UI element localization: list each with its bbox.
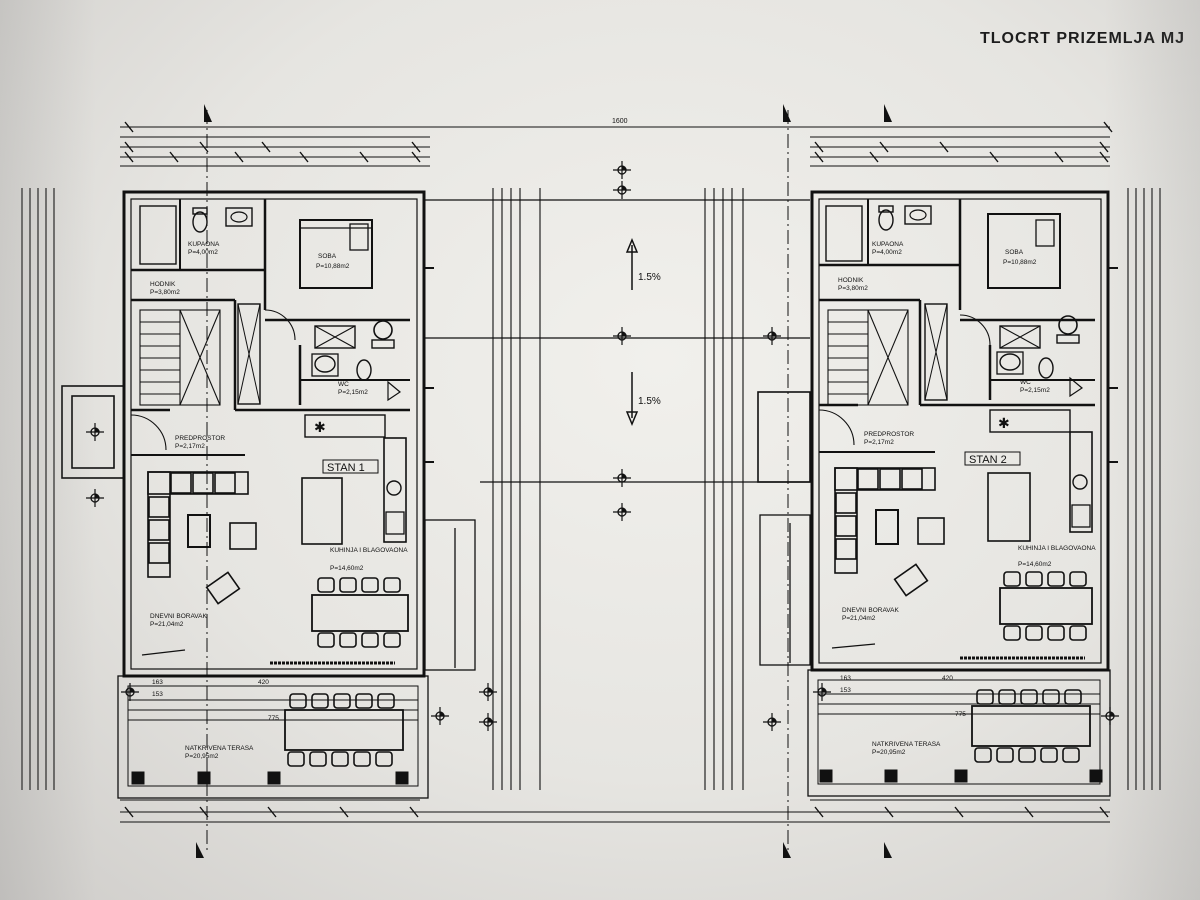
left-vertical-dimensions bbox=[21, 188, 55, 790]
u2-wc-area: P=2,15m2 bbox=[1020, 387, 1050, 394]
u1-hall-area: P=3,80m2 bbox=[150, 289, 180, 296]
section-markers bbox=[196, 104, 892, 858]
total-dimension-label: 1600 bbox=[612, 118, 628, 125]
u1-entry-area: P=2,17m2 bbox=[175, 443, 205, 450]
slope-label-2: 1.5% bbox=[638, 396, 661, 407]
u1-bedroom-area: P=10,88m2 bbox=[316, 263, 350, 270]
u1-dim-153: 153 bbox=[152, 691, 163, 698]
u2-kitchen-label: KUHINJA I BLAGOVAONA bbox=[1018, 545, 1096, 552]
u1-entry-label: PREDPROSTOR bbox=[175, 435, 225, 442]
u2-entry-label: PREDPROSTOR bbox=[864, 431, 914, 438]
u1-dim-163: 163 bbox=[152, 679, 163, 686]
middle-vertical-dimensions bbox=[492, 188, 744, 790]
u1-name: STAN 1 bbox=[327, 462, 365, 474]
entrance-canopies bbox=[61, 385, 811, 483]
u1-living-area: P=21,04m2 bbox=[150, 621, 184, 628]
unit-2-plan: ✱ bbox=[810, 190, 1118, 672]
slope-arrow-2 bbox=[625, 372, 639, 426]
right-vertical-dimensions bbox=[1127, 188, 1161, 790]
u2-wc-label: WC bbox=[1020, 379, 1031, 386]
unit-2-name-tag: STAN 2 bbox=[964, 451, 1021, 466]
u2-dim-163: 163 bbox=[840, 675, 851, 682]
u2-hall-label: HODNIK bbox=[838, 277, 864, 284]
u2-terrace-label: NATKRIVENA TERASA bbox=[872, 741, 941, 748]
unit-1-name-tag: STAN 1 bbox=[322, 459, 379, 474]
top-dimension-lines bbox=[120, 121, 1113, 167]
drawing-title: TLOCRT PRIZEMLJA MJ bbox=[980, 30, 1186, 47]
u2-entry-area: P=2,17m2 bbox=[864, 439, 894, 446]
u1-hall-label: HODNIK bbox=[150, 281, 176, 288]
u2-bathroom-label: KUPAONA bbox=[872, 241, 904, 248]
section-lines bbox=[206, 110, 789, 850]
u1-bathroom-label: KUPAONA bbox=[188, 241, 220, 248]
u2-hall-area: P=3,80m2 bbox=[838, 285, 868, 292]
unit-1-labels: KUPAONA P=4,00m2 SOBA P=10,88m2 HODNIK P… bbox=[150, 241, 408, 760]
unit-2-labels: KUPAONA P=4,00m2 SOBA P=10,88m2 HODNIK P… bbox=[838, 241, 1096, 756]
u1-wc-area: P=2,15m2 bbox=[338, 389, 368, 396]
u1-terrace-label: NATKRIVENA TERASA bbox=[185, 745, 254, 752]
u1-kitchen-area: P=14,60m2 bbox=[330, 565, 364, 572]
slope-label-1: 1.5% bbox=[638, 272, 661, 283]
bottom-dimension-lines bbox=[120, 799, 1110, 823]
u2-kitchen-area: P=14,60m2 bbox=[1018, 561, 1052, 568]
unit-1-plan: ✱ bbox=[122, 190, 434, 678]
unit-1-terrace bbox=[117, 675, 429, 799]
u1-bathroom-area: P=4,00m2 bbox=[188, 249, 218, 256]
level-lines bbox=[425, 199, 810, 483]
u1-kitchen-label: KUHINJA I BLAGOVAONA bbox=[330, 547, 408, 554]
u2-living-label: DNEVNI BORAVAK bbox=[842, 607, 899, 614]
svg-text:✱: ✱ bbox=[998, 416, 1010, 432]
u2-living-area: P=21,04m2 bbox=[842, 615, 876, 622]
right-exterior-stairs bbox=[759, 514, 811, 666]
u2-bathroom-area: P=4,00m2 bbox=[872, 249, 902, 256]
u2-bedroom-label: SOBA bbox=[1005, 249, 1024, 256]
u2-dim-775: 775 bbox=[955, 711, 966, 718]
u1-dim-775: 775 bbox=[268, 715, 279, 722]
svg-text:✱: ✱ bbox=[314, 420, 326, 436]
left-exterior-stairs bbox=[424, 519, 476, 671]
u1-terrace-area: P=20,95m2 bbox=[185, 753, 219, 760]
u2-dim-420: 420 bbox=[942, 675, 953, 682]
u1-living-label: DNEVNI BORAVAK bbox=[150, 613, 207, 620]
unit-2-terrace bbox=[807, 669, 1111, 797]
u1-bedroom-label: SOBA bbox=[318, 253, 337, 260]
u2-dim-153: 153 bbox=[840, 687, 851, 694]
u2-terrace-area: P=20,95m2 bbox=[872, 749, 906, 756]
u2-bedroom-area: P=10,88m2 bbox=[1003, 259, 1037, 266]
u2-name: STAN 2 bbox=[969, 454, 1007, 466]
middle-markers bbox=[85, 160, 1120, 732]
u1-dim-420: 420 bbox=[258, 679, 269, 686]
u1-wc-label: WC bbox=[338, 381, 349, 388]
slope-arrow-1 bbox=[625, 238, 639, 290]
